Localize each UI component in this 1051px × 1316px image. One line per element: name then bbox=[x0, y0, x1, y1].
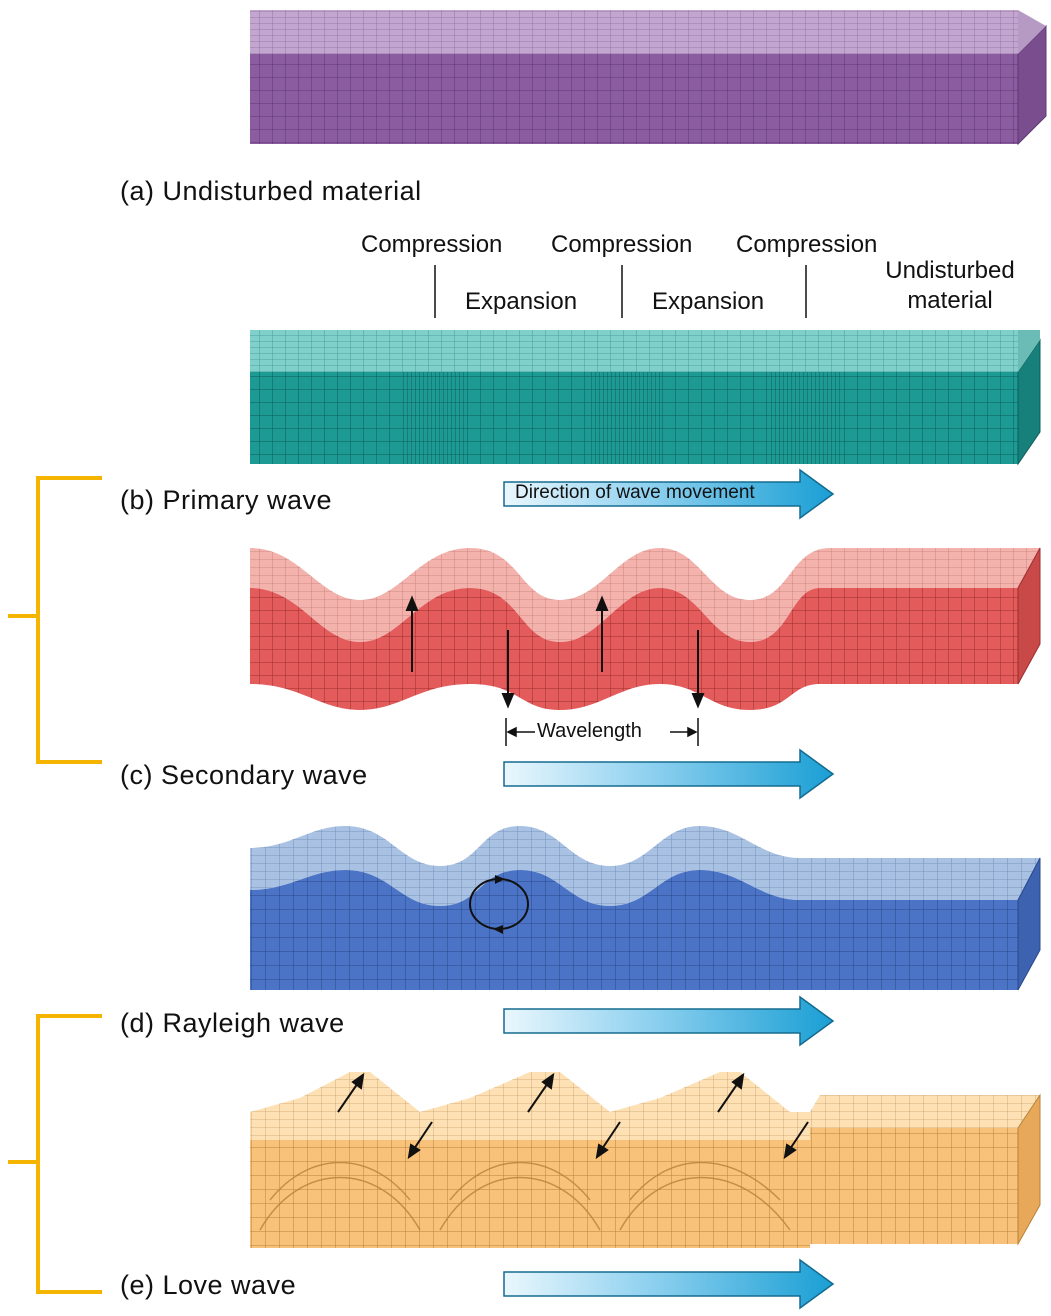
annotation-expansion-2: Expansion bbox=[652, 288, 765, 315]
bracket-body-waves bbox=[8, 476, 102, 764]
primary-wave-markers bbox=[434, 265, 807, 318]
bracket-surface-waves bbox=[8, 1014, 102, 1294]
block-primary-wave bbox=[250, 330, 1041, 466]
label-secondary-wave: (c) Secondary wave bbox=[120, 760, 368, 790]
block-love-wave bbox=[250, 1072, 1041, 1248]
wavelength-text: Wavelength bbox=[535, 720, 644, 743]
annotation-compression-3: Compression bbox=[736, 231, 878, 258]
annotation-compression-1: Compression bbox=[361, 231, 503, 258]
block-secondary-wave bbox=[250, 547, 1041, 746]
direction-of-wave-movement-text: Direction of wave movement bbox=[515, 482, 755, 503]
label-rayleigh-wave: (d) Rayleigh wave bbox=[120, 1008, 345, 1038]
direction-arrow-secondary bbox=[503, 748, 835, 800]
direction-arrow-love bbox=[503, 1258, 835, 1310]
annotation-undisturbed-material: Undisturbed material bbox=[885, 257, 1015, 314]
label-love-wave: (e) Love wave bbox=[120, 1270, 297, 1300]
wavelength-marker bbox=[505, 718, 699, 746]
direction-arrow-primary bbox=[503, 468, 835, 520]
annotation-compression-2: Compression bbox=[551, 231, 693, 258]
label-undisturbed-material: (a) Undisturbed material bbox=[120, 176, 422, 206]
block-undisturbed bbox=[250, 10, 1047, 146]
direction-arrow-rayleigh bbox=[503, 995, 835, 1047]
block-rayleigh-wave bbox=[250, 826, 1041, 991]
annotation-expansion-1: Expansion bbox=[465, 288, 578, 315]
label-primary-wave: (b) Primary wave bbox=[120, 485, 333, 515]
